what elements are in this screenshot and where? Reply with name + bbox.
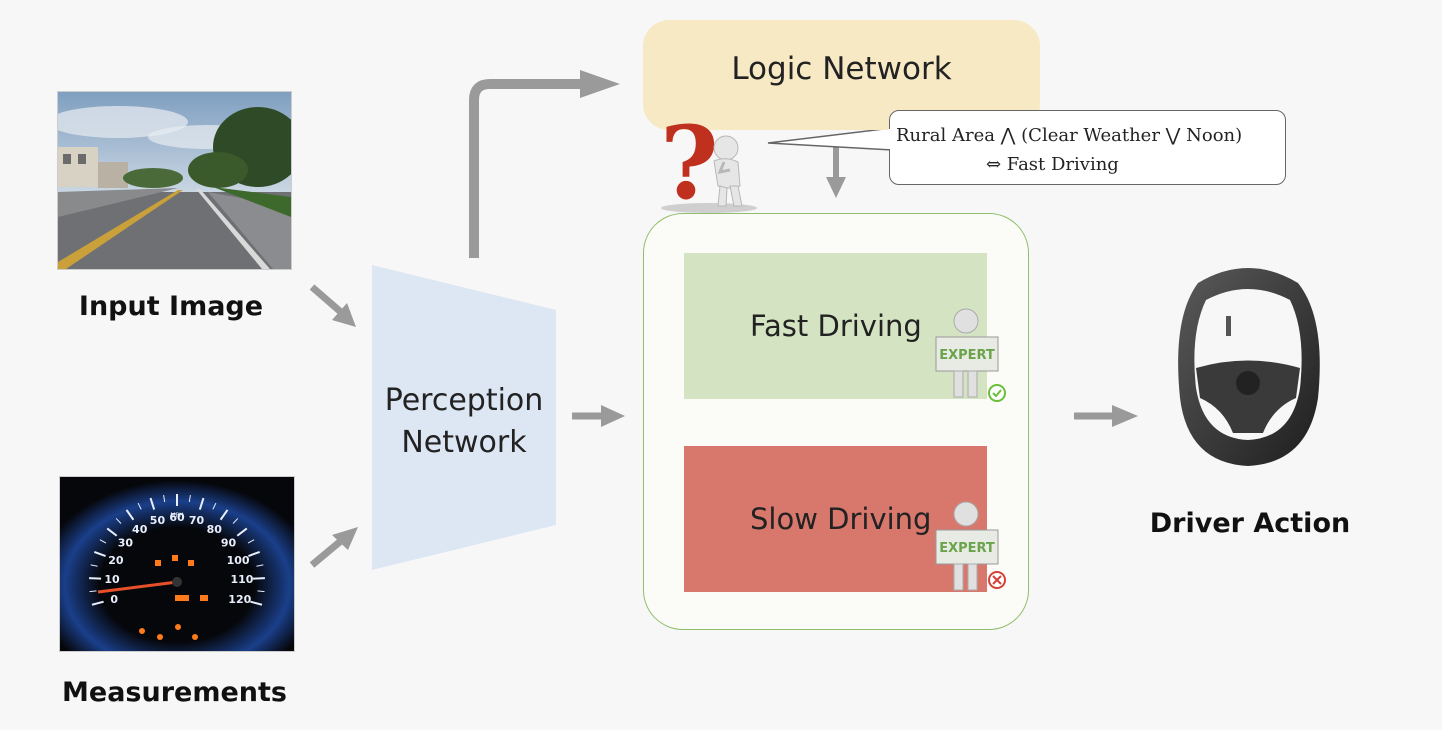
gauge-tick: [198, 497, 205, 510]
gauge-tick-label: 0: [110, 593, 118, 606]
gauge-tick: [236, 527, 248, 537]
driver-action-caption: Driver Action: [1149, 508, 1351, 539]
gauge-tick: [90, 564, 98, 567]
gauge-tick: [137, 502, 142, 510]
arrow-perception-to-logic: [469, 70, 620, 258]
gauge-tick: [252, 577, 265, 580]
gauge-tick-label: 30: [118, 536, 134, 549]
fast-driving-label: Fast Driving: [750, 309, 922, 343]
arrow-image-to-perception: [309, 284, 356, 327]
arrow-perception-to-experts: [572, 405, 625, 427]
rule-line-2: ⇔ Fast Driving: [986, 154, 1119, 175]
expert-figure-slow: EXPERT: [935, 501, 1006, 591]
thinking-figure-icon: ?: [660, 106, 757, 216]
input-image: [57, 91, 292, 270]
gauge-tick-label: 40: [132, 523, 148, 536]
gauge-tick-label: 90: [221, 536, 237, 549]
bubble-tail: [767, 127, 893, 151]
gauge-tick-label: 120: [228, 593, 251, 606]
arrow-logic-to-experts: [826, 145, 846, 198]
gauge-tick: [106, 527, 118, 537]
gauge-tick: [232, 518, 239, 524]
gauge-tick: [257, 590, 265, 593]
gauge-tick: [89, 590, 97, 593]
expert-figure-fast: EXPERT: [935, 308, 1006, 402]
bubble-tail-joint: [888, 129, 892, 149]
gauge-tick-label: 20: [108, 554, 124, 567]
gauge-tick: [247, 539, 255, 544]
gauge-tick: [93, 550, 106, 557]
gauge-tick-label: 70: [189, 514, 205, 527]
perception-network-shape: [372, 265, 556, 570]
gauge-tick: [250, 600, 263, 606]
gauge-tick: [115, 518, 122, 524]
gauge-tick: [163, 494, 166, 503]
gauge-tick: [125, 509, 135, 521]
gauge-tick: [99, 539, 107, 544]
gauge-tick-label: 100: [227, 554, 250, 567]
gauge-tick: [89, 577, 102, 580]
fast-driving-expert: Fast Driving: [684, 253, 987, 399]
rule-speech-bubble: Rural Area ⋀ (Clear Weather ⋁ Noon) ⇔ Fa…: [889, 110, 1286, 185]
perception-network-label: Perception Network: [372, 380, 556, 464]
measurements-caption: Measurements: [62, 677, 287, 708]
gauge-tick: [188, 494, 191, 503]
gauge-tick-label: 60: [169, 511, 185, 524]
perception-line2: Network: [401, 425, 527, 460]
road-scene-picture: [58, 92, 291, 269]
gauge-tick: [256, 564, 264, 567]
gauge-tick: [219, 509, 229, 521]
arrow-experts-to-action: [1074, 405, 1138, 427]
steering-wheel-icon: [1178, 268, 1320, 466]
input-image-caption: Input Image: [78, 291, 264, 322]
gauge-tick: [91, 600, 104, 606]
question-mark-icon: ?: [660, 106, 719, 216]
gauge-tick-label: 80: [207, 523, 223, 536]
gauge-tick-label: 50: [150, 514, 166, 527]
gauge-tick: [212, 502, 217, 510]
arrow-measurements-to-perception: [309, 527, 358, 568]
rule-line-1: Rural Area ⋀ (Clear Weather ⋁ Noon): [896, 125, 1243, 146]
gauge-unit: MPH: [170, 512, 183, 519]
expert-badge-fast: EXPERT: [939, 348, 995, 363]
slow-driving-expert: Slow Driving: [684, 446, 987, 592]
perception-line1: Perception: [384, 383, 544, 418]
check-icon: [988, 384, 1006, 402]
logic-network-label: Logic Network: [731, 51, 952, 87]
gauge-tick-label: 10: [104, 573, 120, 586]
gauge-tick: [149, 497, 156, 510]
gauge-tick: [248, 550, 261, 557]
gauge-needle: [97, 580, 178, 594]
expert-badge-slow: EXPERT: [939, 541, 995, 556]
gauge-tick-label: 110: [230, 573, 253, 586]
slow-driving-label: Slow Driving: [750, 502, 932, 536]
